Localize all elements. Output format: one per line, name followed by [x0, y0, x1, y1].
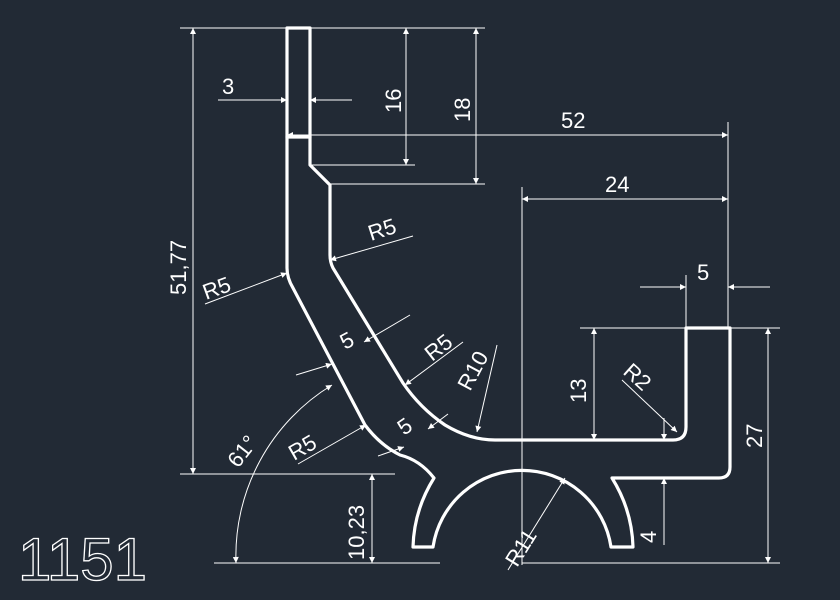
dim-18: 18 [450, 98, 475, 122]
dim-13: 13 [566, 379, 591, 403]
dim-angle-61: 61° [222, 430, 262, 472]
dimension-labels: 3 16 18 52 24 5 51,77 R5 R5 5 R5 R10 5 R… [166, 74, 767, 571]
dim-r2: R2 [619, 358, 657, 395]
profile-outline [285, 26, 732, 549]
dim-r5-upper-left: R5 [199, 272, 234, 305]
dim-r5-lower: R5 [284, 430, 321, 466]
dim-16: 16 [381, 89, 406, 113]
dim-r5-upper-right: R5 [365, 213, 399, 245]
dim-r5-mid: R5 [420, 329, 458, 366]
dim-3: 3 [222, 74, 234, 99]
dim-5-lower: 5 [393, 413, 417, 441]
dim-5-mid: 5 [336, 327, 359, 355]
dim-10-23: 10,23 [344, 505, 369, 560]
dim-24: 24 [605, 172, 629, 197]
dimension-lines [180, 27, 780, 571]
dim-27: 27 [742, 424, 767, 448]
dim-4: 4 [636, 531, 661, 543]
dim-5-right: 5 [697, 260, 709, 285]
dim-51-77: 51,77 [166, 240, 191, 295]
part-number: 1151 [18, 526, 147, 593]
dim-52: 52 [561, 108, 585, 133]
dim-r11: R11 [500, 525, 542, 571]
